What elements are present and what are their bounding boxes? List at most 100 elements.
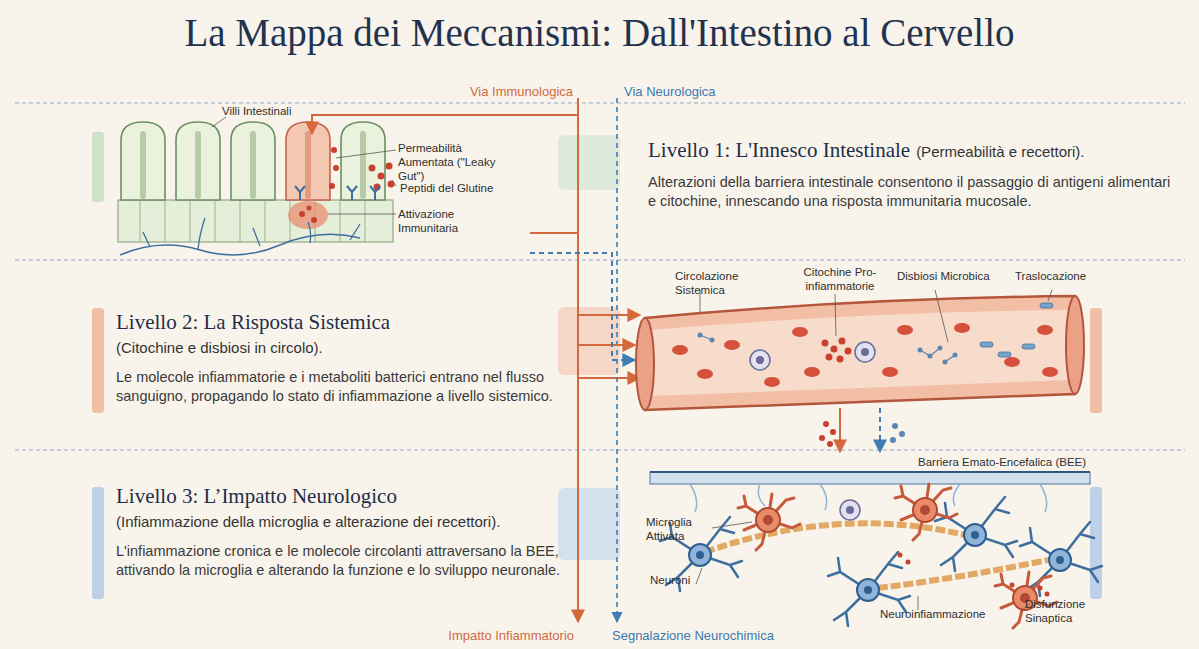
level-tabs-part [1090, 308, 1102, 413]
brain-art-part [935, 497, 1017, 571]
blood-vessel-art-part-part [892, 423, 898, 429]
villi-art-part [143, 134, 363, 196]
villi-art-part [120, 234, 360, 255]
pathway-label: Via Neurologica [624, 84, 764, 99]
blood-vessel-art-part-part [938, 346, 943, 351]
pathway-arrow [530, 253, 635, 360]
villi-art-part [378, 173, 385, 180]
part-label: Peptidi del Glutine [400, 182, 518, 196]
pathway-lines-part [616, 98, 618, 622]
part-label: Neuroinfiammazione [880, 608, 1020, 622]
brain-art-part [898, 553, 1050, 597]
part-label: Attivazione Immunitaria [398, 208, 488, 236]
villi-art-part [329, 183, 335, 189]
level-heading: Livello 1: L'Innesco Intestinale [648, 138, 910, 162]
diagram-title: La Mappa dei Meccanismi: Dall'Intestino … [0, 10, 1199, 55]
pathway-lines-part [312, 115, 578, 134]
separator-lines [15, 103, 1185, 450]
blood-vessel-art-part-part [839, 338, 846, 345]
blood-vessel-art-part-part [819, 435, 825, 441]
vessel-illustration: Circolazione SistemicaCitochine Pro-infi… [635, 266, 1090, 408]
blood-vessel-art-part-part [897, 325, 913, 335]
blood-vessel-art-part-part [710, 338, 715, 343]
blood-vessel-art-part [672, 323, 1058, 387]
level-tabs-part [558, 135, 620, 190]
villi-art-part [286, 122, 330, 200]
part-label: Citochine Pro-infiammatorie [785, 266, 895, 294]
brain-art-part [840, 500, 860, 520]
blood-vessel-art-part-part [792, 327, 808, 337]
blood-vessel-art-part-part [804, 367, 820, 377]
villi-art-part [311, 217, 317, 223]
villi-art-part [333, 165, 339, 171]
villi-art-part [331, 147, 337, 153]
blood-vessel-art-part [1066, 296, 1084, 394]
pathway-arrow [839, 408, 841, 452]
villi-art-part [143, 218, 360, 249]
brain-art-part-part [1038, 586, 1043, 591]
villi-art-part [307, 206, 312, 211]
blood-vessel-art-part [636, 318, 654, 410]
brain-art-part-part [898, 553, 903, 558]
level-panel: Livello 2: La Risposta Sistemica(Citochi… [116, 310, 556, 406]
brain-art-part [878, 560, 1048, 588]
blood-vessel-art-part-part [998, 352, 1011, 357]
brain-art-part [650, 471, 1090, 473]
blood-vessel-art-part-part [1004, 357, 1020, 367]
brain-art-part [738, 494, 800, 550]
blood-vessel-art-part [980, 303, 1053, 357]
level-panel: Livello 1: L'Innesco Intestinale(Permeab… [648, 138, 1173, 211]
blood-vessel-art-part-part [1042, 367, 1058, 377]
level-tabs-part [92, 308, 104, 413]
villi-art-part [369, 165, 376, 172]
brain-art-part [846, 506, 854, 514]
level-tabs-part [558, 307, 620, 375]
level-panel: Livello 3: L’Impatto Neurologico(Infiamm… [116, 484, 561, 580]
blood-vessel-art-part-part [928, 354, 933, 359]
brain-art-part [696, 522, 1030, 610]
blood-vessel-art-part [700, 290, 1052, 342]
part-label: Neuroni [650, 574, 710, 588]
part-label: Microglia Attivata [646, 516, 716, 544]
level-body: Alterazioni della barriera intestinale c… [648, 173, 1173, 211]
brain-art-part [895, 484, 957, 540]
level-tabs-part [1090, 487, 1102, 599]
blood-vessel-art-part-part [724, 340, 740, 350]
brain-art-part [705, 523, 965, 552]
brain-art-part [650, 472, 1090, 484]
blood-vessel-art-part-part [890, 437, 896, 443]
blood-vessel-art-part-part [822, 340, 829, 347]
level-tabs-part [92, 132, 104, 202]
blood-vessel-art-part-part [831, 346, 838, 353]
blood-vessel-art-part-part [698, 333, 703, 338]
brain-art-part-part [1010, 583, 1015, 588]
pathway-lines-part [578, 377, 640, 379]
blood-vessel-art-part [750, 350, 770, 370]
part-label: Disfunzione Sinaptica [1025, 598, 1100, 626]
blood-vessel-art-part-part [845, 348, 852, 355]
level-tabs-part [558, 488, 620, 560]
blood-vessel-art-part-part [826, 354, 833, 361]
level-body: Le molecole infiammatorie e i metaboliti… [116, 368, 556, 406]
pathway-label: Segnalazione Neurochimica [612, 628, 812, 643]
blood-vessel-art-part [698, 333, 958, 365]
villi-art-part [305, 134, 311, 196]
blood-vessel-art-part-part [827, 441, 833, 447]
blood-vessel-art-part-part [823, 421, 829, 427]
pathway-lines-part [578, 314, 640, 316]
pathway-arrow [879, 408, 881, 452]
blood-vessel-art-part [756, 356, 764, 364]
blood-vessel-art-part-part [882, 367, 898, 377]
level-heading: Livello 2: La Risposta Sistemica [116, 310, 556, 335]
blood-vessel-art-part-part [672, 345, 688, 355]
blood-vessel-art-part-part [953, 353, 958, 358]
brain-art-part-part [1045, 592, 1050, 597]
villi-art-part [140, 200, 365, 242]
blood-vessel-art-part [890, 423, 905, 443]
part-label: Traslocazione [1015, 270, 1115, 284]
blood-vessel-art-part-part [830, 429, 836, 435]
blood-vessel-art-part-part [764, 377, 780, 387]
villi-art-part [386, 163, 393, 170]
blood-vessel-art-part-part [918, 348, 923, 353]
